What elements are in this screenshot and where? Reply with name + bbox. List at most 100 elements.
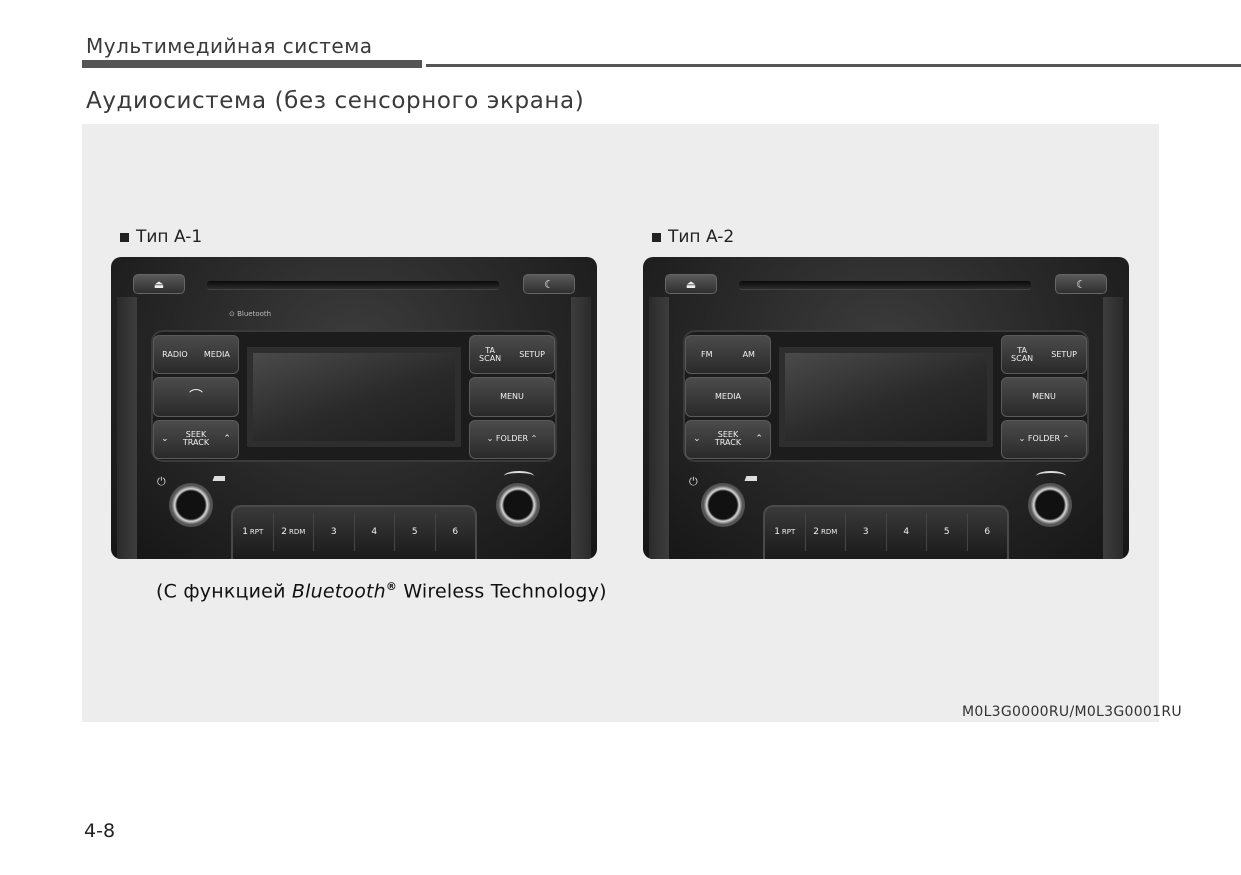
type-label-text: Тип A-2	[668, 227, 735, 247]
cd-slot	[207, 281, 499, 289]
fm-am-button[interactable]: FM AM	[685, 335, 771, 375]
night-mode-button[interactable]: ☾	[1055, 274, 1107, 294]
folder-label: FOLDER	[495, 434, 529, 444]
bluetooth-logo: ⊙ Bluetooth	[229, 310, 272, 318]
chevron-down-icon: ⌄	[1018, 434, 1026, 444]
bullet-square-icon	[120, 232, 129, 242]
preset-button-4[interactable]: 4	[887, 513, 927, 551]
type-label-a1: Тип A-1	[120, 227, 202, 247]
chevron-down-icon: ⌄	[486, 434, 494, 444]
power-icon: ⏻	[689, 475, 698, 488]
moon-icon: ☾	[544, 277, 554, 291]
chevron-down-icon: ⌄	[161, 434, 169, 445]
chevron-up-icon: ⌃	[530, 434, 538, 444]
menu-button[interactable]: MENU	[1001, 377, 1087, 417]
tune-knob[interactable]	[496, 483, 540, 527]
tune-knob[interactable]	[1028, 483, 1072, 527]
bullet-square-icon	[652, 232, 661, 242]
section-title: Мультимедийная система	[86, 34, 373, 58]
chevron-up-icon: ⌃	[1062, 434, 1070, 444]
media-button[interactable]: MEDIA	[685, 377, 771, 417]
preset-button-6[interactable]: 6	[452, 527, 459, 537]
eject-icon: ⏏	[153, 277, 165, 291]
power-volume-knob[interactable]	[701, 483, 745, 527]
moon-icon: ☾	[1076, 277, 1086, 291]
preset-button-5[interactable]: 5	[927, 513, 968, 551]
bezel-right	[571, 297, 591, 559]
figure-caption: (С функцией Bluetooth® Wireless Technolo…	[156, 580, 607, 603]
menu-label: MENU	[500, 391, 524, 401]
preset-button-4[interactable]: 4	[355, 513, 395, 551]
chevron-up-icon: ⌃	[755, 434, 763, 445]
chevron-up-icon: ⌃	[223, 434, 231, 445]
volume-indicator-icon	[209, 476, 225, 481]
eject-button[interactable]: ⏏	[133, 274, 185, 294]
track-label: TRACK	[714, 438, 742, 448]
eject-button[interactable]: ⏏	[665, 274, 717, 294]
media-label: MEDIA	[203, 349, 230, 359]
ta-label: TA	[485, 345, 495, 355]
menu-button[interactable]: MENU	[469, 377, 555, 417]
bezel-left	[649, 297, 669, 559]
scan-label: SCAN	[1011, 353, 1034, 363]
eject-icon: ⏏	[685, 277, 697, 291]
section-bar-thin	[426, 64, 1241, 67]
preset-button-3[interactable]: 3	[314, 513, 355, 551]
cd-slot	[739, 281, 1031, 289]
media-label: MEDIA	[715, 391, 741, 401]
display-screen	[247, 347, 461, 447]
night-mode-button[interactable]: ☾	[523, 274, 575, 294]
setup-label: SETUP	[1051, 349, 1077, 359]
folder-button[interactable]: ⌄ FOLDER ⌃	[1001, 419, 1087, 459]
ta-label: TA	[1017, 345, 1027, 355]
seek-label: SEEK	[185, 430, 207, 440]
tune-indicator-icon	[1036, 471, 1066, 481]
seek-label: SEEK	[717, 430, 739, 440]
track-label: TRACK	[182, 438, 210, 448]
radio-media-button[interactable]: RADIO MEDIA	[153, 335, 239, 375]
phone-button[interactable]: ⌒	[153, 377, 239, 417]
am-label: AM	[742, 349, 755, 359]
folder-label: FOLDER	[1027, 434, 1061, 444]
figure-panel: Тип A-1 ⏏ ☾ ⊙ Bluetooth RADIO MEDIA ⌒ ⌄ …	[82, 124, 1182, 722]
menu-label: MENU	[1032, 391, 1056, 401]
folder-button[interactable]: ⌄ FOLDER ⌃	[469, 419, 555, 459]
power-volume-knob[interactable]	[169, 483, 213, 527]
preset-button-6[interactable]: 6	[984, 527, 991, 537]
radio-label: RADIO	[162, 349, 188, 359]
type-label-text: Тип A-1	[136, 227, 203, 247]
volume-indicator-icon	[741, 476, 757, 481]
scan-label: SCAN	[479, 353, 502, 363]
figure-code: M0L3G0000RU/M0L3G0001RU	[962, 704, 1182, 720]
bezel-left	[117, 297, 137, 559]
page-heading: Аудиосистема (без сенсорного экрана)	[86, 88, 585, 114]
display-screen	[779, 347, 993, 447]
section-bar-thick	[82, 60, 422, 68]
type-label-a2: Тип A-2	[652, 227, 734, 247]
preset-button-3[interactable]: 3	[846, 513, 887, 551]
power-icon: ⏻	[157, 475, 166, 488]
setup-label: SETUP	[519, 349, 545, 359]
chevron-down-icon: ⌄	[693, 434, 701, 445]
phone-icon: ⌒	[189, 388, 203, 405]
page-number: 4-8	[84, 820, 116, 842]
preset-button-5[interactable]: 5	[395, 513, 436, 551]
fm-label: FM	[701, 349, 713, 359]
bezel-right	[1103, 297, 1123, 559]
